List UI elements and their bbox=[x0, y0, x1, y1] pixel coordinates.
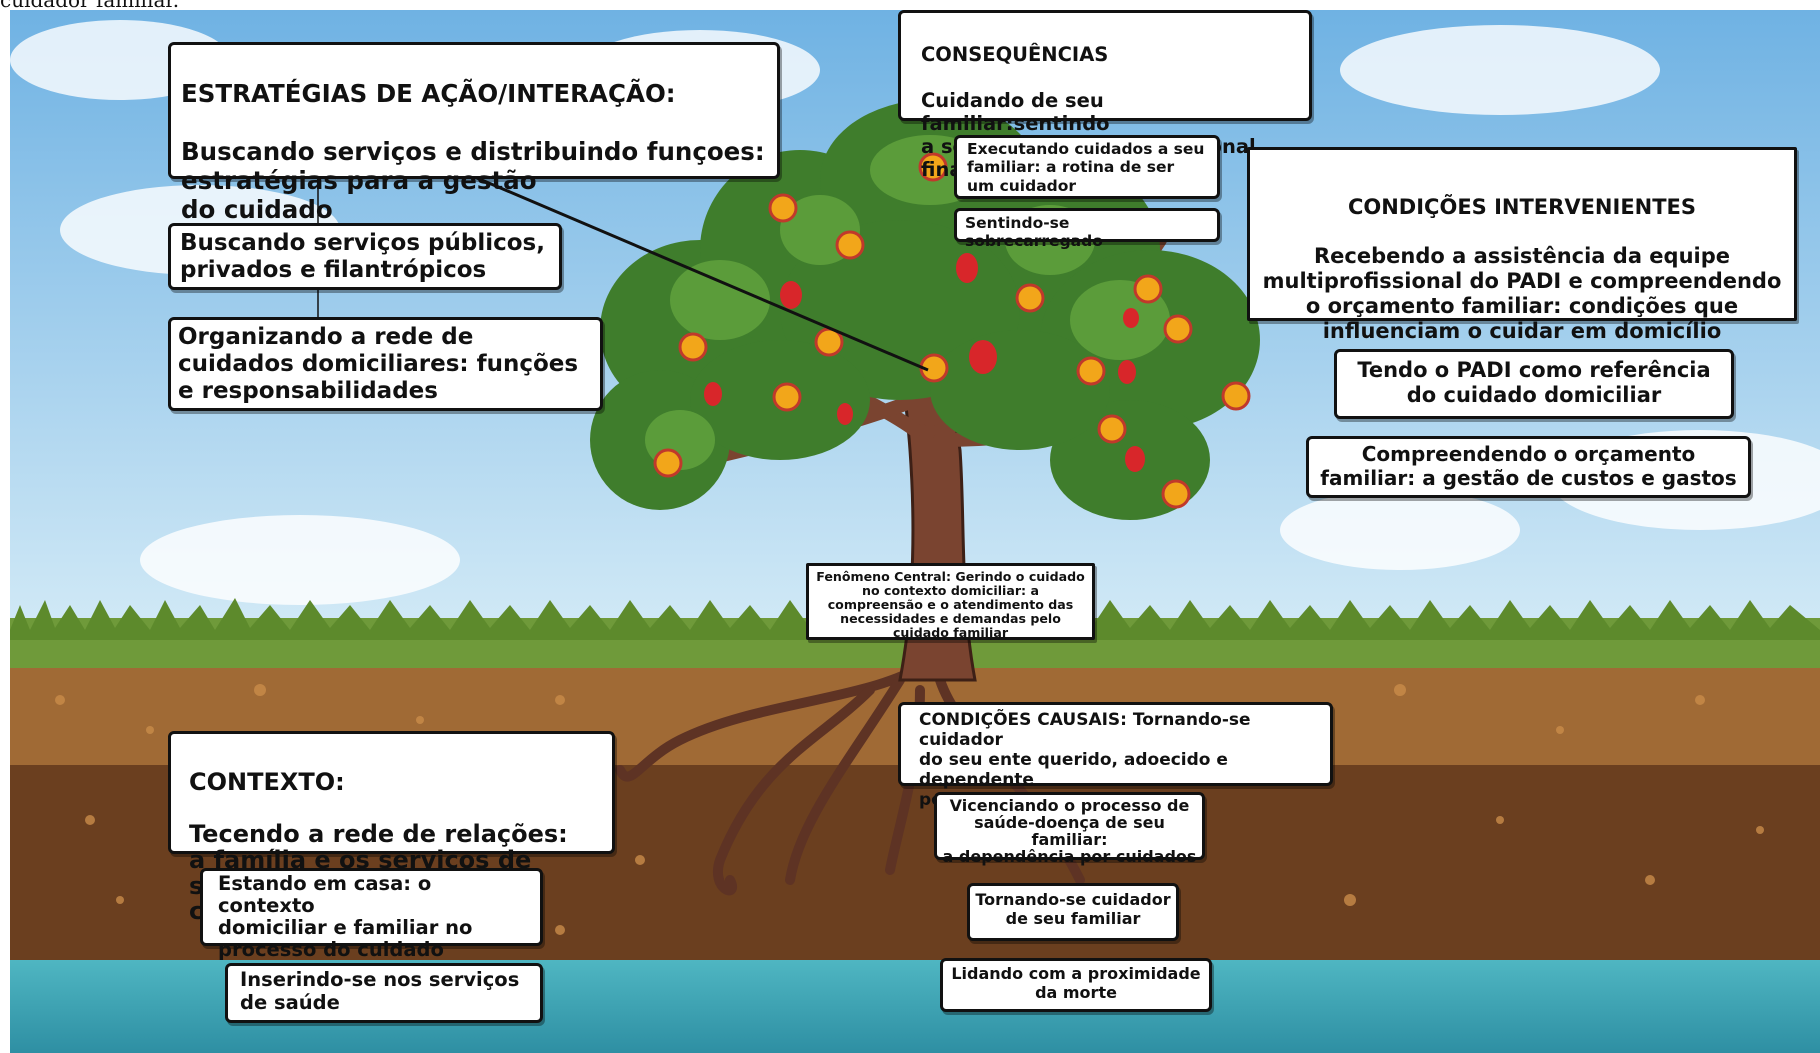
estrategias-text: Buscando serviços e distribuindo funçoes… bbox=[181, 136, 765, 224]
estrategias-box: ESTRATÉGIAS DE AÇÃO/INTERAÇÃO: Buscando … bbox=[168, 42, 780, 223]
fenomeno-central-box: Fenômeno Central: Gerindo o cuidado no c… bbox=[806, 563, 1095, 640]
contexto-sub1: Estando em casa: o contexto domiciliar e… bbox=[200, 868, 543, 961]
contexto-box: CONTEXTO: Tecendo a rede de relações: a … bbox=[168, 731, 615, 924]
contexto-sub2: Inserindo-se nos serviços de saúde bbox=[225, 963, 543, 1023]
consequencias-sub2: Sentindo-se sobrecarregado bbox=[954, 208, 1220, 250]
caption-fragment: cuidador familiar. bbox=[0, 0, 180, 12]
causais-sub2: Tornando-se cuidador de seu familiar bbox=[967, 883, 1179, 941]
estrategias-sub2: Organizando a rede de cuidados domicilia… bbox=[168, 317, 603, 411]
intervenientes-sub1: Tendo o PADI como referência do cuidado … bbox=[1334, 349, 1734, 419]
intervenientes-title: CONDIÇÕES INTERVENIENTES bbox=[1347, 194, 1697, 219]
intervenientes-text: Recebendo a assistência da equipe multip… bbox=[1262, 244, 1782, 343]
connector-lines bbox=[317, 173, 929, 372]
causais-box: CONDIÇÕES CAUSAIS: Tornando-se cuidador … bbox=[898, 702, 1333, 810]
estrategias-sub1: Buscando serviços públicos, privados e f… bbox=[168, 223, 562, 290]
causais-sub3: Lidando com a proximidade da morte bbox=[940, 958, 1212, 1012]
intervenientes-sub2: Compreendendo o orçamento familiar: a ge… bbox=[1306, 436, 1751, 498]
consequencias-box: CONSEQUÊNCIAS Cuidando de seu familiar:s… bbox=[898, 10, 1312, 181]
consequencias-title: CONSEQUÊNCIAS bbox=[921, 43, 1109, 66]
causais-sub1: Vicenciando o processo de saúde-doença d… bbox=[934, 792, 1205, 865]
estrategias-title: ESTRATÉGIAS DE AÇÃO/INTERAÇÃO: bbox=[181, 78, 676, 108]
consequencias-sub1: Executando cuidados a seu familiar: a ro… bbox=[954, 135, 1220, 199]
flowers bbox=[653, 152, 1251, 509]
contexto-title: CONTEXTO: bbox=[189, 767, 345, 796]
intervenientes-box: CONDIÇÕES INTERVENIENTES Recebendo a ass… bbox=[1247, 147, 1797, 343]
fruits bbox=[704, 253, 1145, 472]
